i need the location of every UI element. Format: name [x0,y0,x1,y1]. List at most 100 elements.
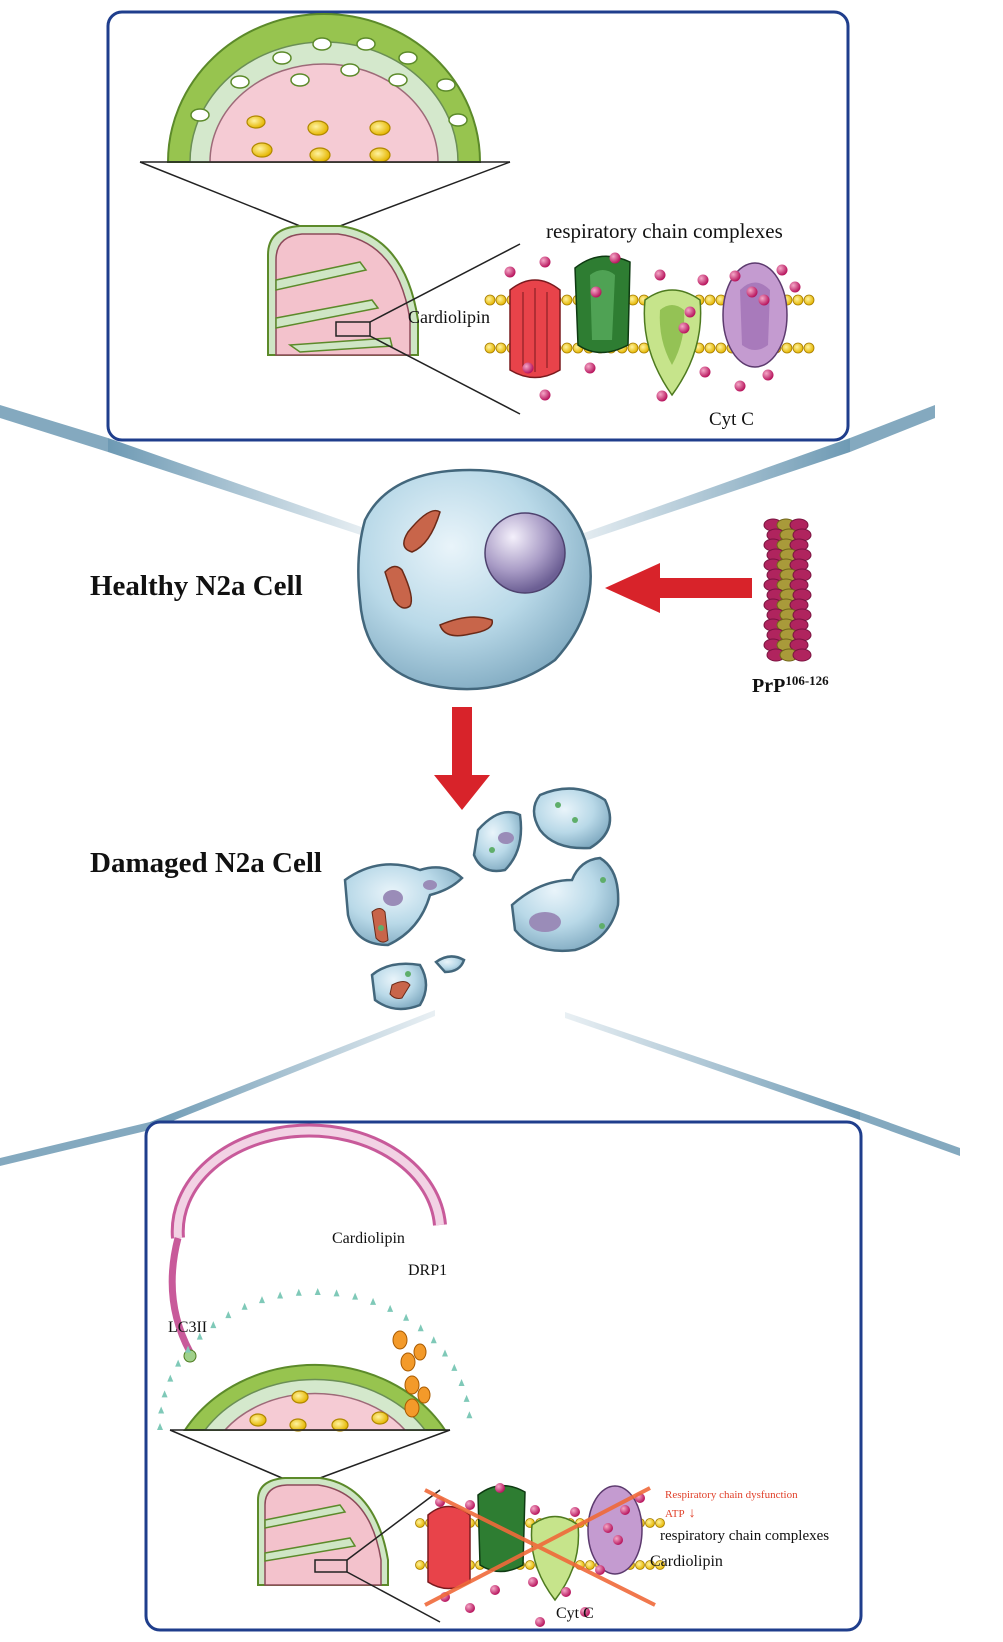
cardiolipin-spike [157,1423,163,1430]
lipid-head [627,342,639,354]
lipid-head [585,1560,595,1570]
lipid-head [803,294,815,306]
cytc-dot [590,286,602,298]
bottom-mitochondrion-section [257,1477,441,1623]
lipid-head [655,1560,665,1570]
cytc-dot [465,1603,475,1613]
cytc-dot [504,266,516,278]
cardiolipin-spike [314,1288,321,1296]
lipid-head [415,1560,425,1570]
cardiolipin-spike [463,1394,470,1402]
healthy-nucleus [484,512,566,594]
cytc-dot [776,264,788,276]
cardiolipin-spike [161,1390,168,1398]
guide-lines [0,405,960,1166]
bottom-bilayer [415,1483,665,1627]
damaged-cell-label: Damaged N2a Cell [90,847,322,879]
cytc-dot [595,1565,605,1575]
healthy-mitochondria [384,509,494,637]
bottom-cytc-label: Cyt C [556,1605,594,1622]
cytc-dot [684,306,696,318]
bottom-panel: Cardiolipin DRP1 LC3II [144,1120,863,1632]
top-cytc-dots [504,252,801,402]
lipid-head [561,342,573,354]
dysfunction-label: Respiratory chain dysfunction [665,1489,798,1501]
cardiolipin-spike [451,1363,458,1371]
cardiolipin-spikes [157,1288,473,1430]
cytc-dot [746,286,758,298]
lipid-head [645,1518,655,1528]
atp-label: ATP↓ [665,1506,696,1521]
cardiolipin-spike [196,1332,203,1340]
red-arrow-down [434,707,490,810]
cytc-dot [762,369,774,381]
cardiolipin-spike [175,1359,182,1367]
cytc-dot [613,1535,623,1545]
cytc-dot [729,270,741,282]
lipid-head [484,342,496,354]
cytc-dot [522,362,534,374]
cytc-dot [490,1585,500,1595]
prp-fibril [763,518,812,662]
lipid-head [655,1518,665,1528]
cytc-dot [561,1587,571,1597]
top-cardiolipin-label: Cardiolipin [408,307,490,327]
top-cytc-label: Cyt C [709,409,754,430]
top-panel-title: respiratory chain complexes [546,219,783,243]
bottom-cytc-dots [435,1483,645,1627]
cytc-dot [539,389,551,401]
bottom-dome-membrane [157,1288,473,1432]
cytc-dot [535,1617,545,1627]
cardiolipin-spike [352,1292,359,1300]
lipid-head [561,294,573,306]
lipid-head [704,294,716,306]
cardiolipin-spike [241,1302,248,1310]
cardiolipin-spike [417,1324,424,1332]
lipid-head [484,294,496,306]
lipid-head [792,294,804,306]
prp-label: PrP106-126 [752,673,829,697]
bottom-cardiolipin2-label: Cardiolipin [650,1553,723,1570]
cardiolipin-spike [387,1304,394,1312]
cytc-dot [620,1505,630,1515]
drp1-label: DRP1 [408,1262,447,1279]
cytc-dot [699,366,711,378]
cytc-dot [697,274,709,286]
lipid-head [645,1560,655,1570]
cytc-dot [528,1577,538,1587]
cytc-dot [789,281,801,293]
cardiolipin-spike [158,1406,165,1414]
red-arrow-left [605,563,752,613]
top-dome-membrane [140,13,510,163]
lipid-head [792,342,804,354]
lipid-head [715,342,727,354]
complex-red [509,279,561,379]
cardiolipin-spike [167,1374,174,1382]
cardiolipin-spike [466,1411,473,1419]
cardiolipin-spike [430,1336,437,1344]
cytc-dot [734,380,746,392]
autophagosome-arc [168,1123,447,1363]
cardiolipin-spike [185,1345,192,1353]
healthy-cell-label: Healthy N2a Cell [90,570,303,602]
lipid-head [781,342,793,354]
cytc-dot [539,256,551,268]
cytc-dot [654,269,666,281]
damaged-fragment-contents [371,802,606,999]
cytc-dot [465,1500,475,1510]
cardiolipin-spike [225,1311,232,1319]
top-mitochondrion-section [267,225,521,415]
lipid-head [635,1560,645,1570]
dysfunction-cross [424,1486,656,1607]
cardiolipin-spike [277,1291,284,1299]
lipid-head [704,342,716,354]
cytc-dot [656,390,668,402]
cytc-dot [495,1483,505,1493]
cytc-dot [678,322,690,334]
cardiolipin-spike [258,1296,265,1304]
lipid-head [495,342,507,354]
cardiolipin-spike [370,1297,377,1305]
cardiolipin-spike [403,1313,410,1321]
cardiolipin-spike [333,1289,340,1297]
